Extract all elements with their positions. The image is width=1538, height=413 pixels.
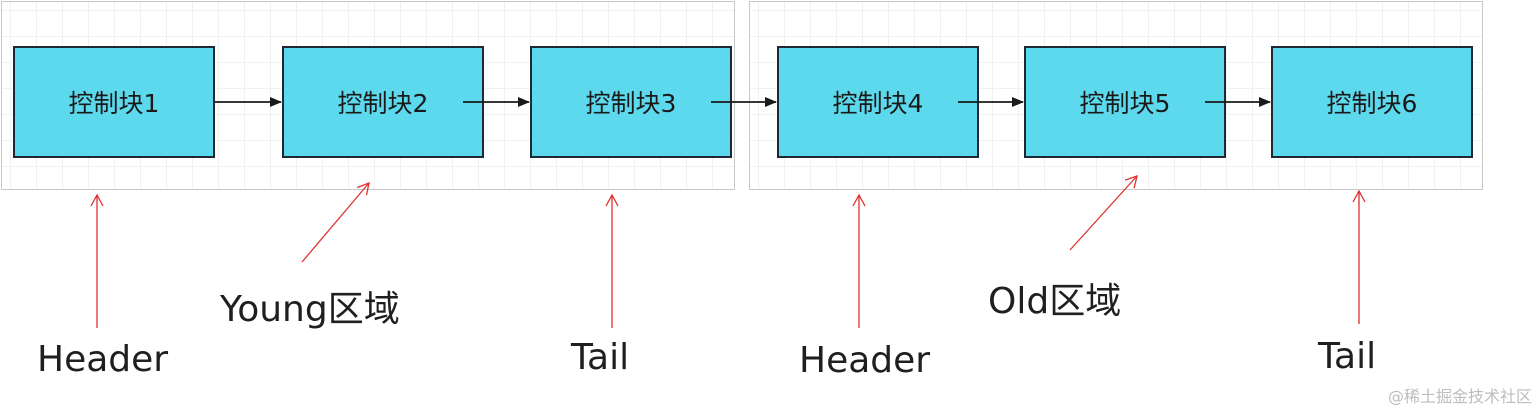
old-tail-label: Tail	[1318, 336, 1377, 377]
control-block-2: 控制块2	[282, 46, 484, 158]
control-block-1: 控制块1	[13, 46, 215, 158]
old-region-pointer-arrow	[1069, 174, 1138, 251]
old-region-label: Old区域	[988, 281, 1122, 322]
control-block-3-label: 控制块3	[585, 89, 677, 118]
watermark: @稀土掘金技术社区	[1387, 387, 1532, 406]
control-block-5-label: 控制块5	[1079, 89, 1171, 118]
young-header-label: Header	[37, 339, 169, 380]
control-block-4: 控制块4	[777, 46, 979, 158]
control-block-1-label: 控制块1	[68, 89, 160, 118]
control-block-5: 控制块5	[1024, 46, 1226, 158]
young-tail-label: Tail	[571, 337, 630, 378]
young-region-pointer-arrow	[301, 181, 370, 263]
control-block-2-label: 控制块2	[337, 89, 429, 118]
control-block-4-label: 控制块4	[832, 89, 924, 118]
control-block-6-label: 控制块6	[1326, 89, 1418, 118]
young-region-label: Young区域	[220, 289, 400, 330]
control-block-3: 控制块3	[530, 46, 732, 158]
old-header-label: Header	[799, 340, 931, 381]
control-block-6: 控制块6	[1271, 46, 1473, 158]
